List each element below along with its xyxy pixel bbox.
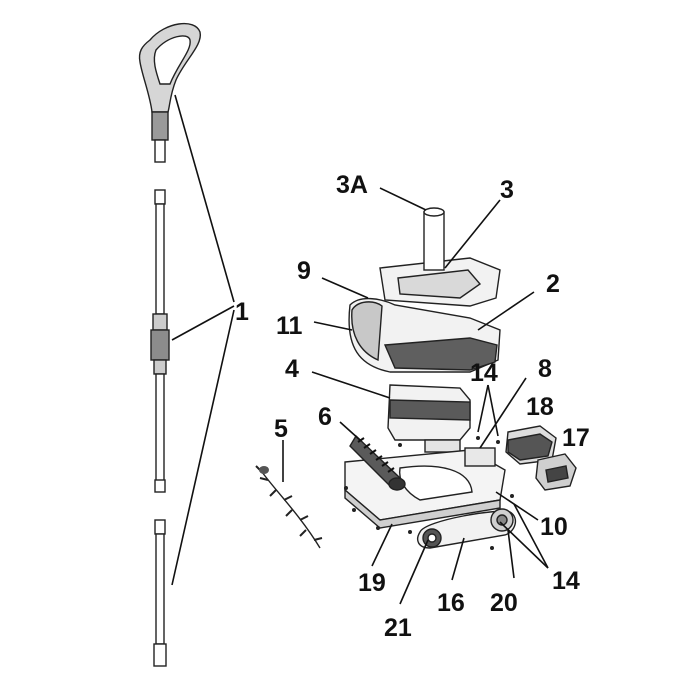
part-label-11: 11 — [276, 312, 303, 340]
top-cover-part — [379, 207, 501, 307]
tank-part-18 — [505, 425, 557, 465]
drive-belt-part — [417, 508, 517, 549]
leader-lines — [171, 94, 549, 605]
handle-grip-part — [138, 22, 201, 163]
part-label-17: 17 — [562, 424, 590, 452]
part-label-3: 3 — [500, 176, 514, 204]
part-label-18: 18 — [526, 393, 554, 421]
main-housing-part — [348, 297, 501, 373]
part-label-14-bottom: 14 — [552, 567, 580, 595]
part-label-4: 4 — [285, 355, 299, 383]
part-label-19: 19 — [358, 569, 386, 597]
part-label-5: 5 — [274, 415, 288, 443]
cap-part-17 — [535, 453, 577, 491]
part-label-20: 20 — [490, 589, 518, 617]
side-brush-part — [255, 465, 323, 549]
part-label-21: 21 — [384, 614, 412, 642]
small-part-8 — [464, 447, 496, 467]
sub-housing-part — [387, 384, 471, 453]
roller-brush-part — [349, 434, 406, 491]
part-label-3a: 3A — [336, 171, 368, 199]
screws — [344, 436, 514, 550]
part-label-10: 10 — [540, 513, 568, 541]
part-label-2: 2 — [546, 270, 560, 298]
part-label-9: 9 — [297, 257, 311, 285]
part-label-6: 6 — [318, 403, 332, 431]
upper-handle-tube — [150, 189, 170, 493]
lower-handle-tube — [153, 519, 167, 667]
part-label-8: 8 — [538, 355, 552, 383]
part-label-14-top: 14 — [470, 359, 498, 387]
part-label-1: 1 — [235, 298, 249, 326]
part-label-16: 16 — [437, 589, 465, 617]
